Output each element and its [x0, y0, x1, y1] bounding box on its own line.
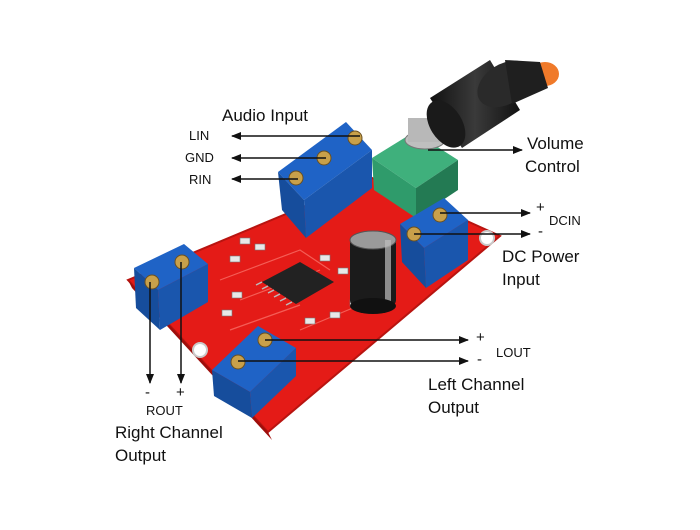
rout-plus-sign: + [176, 384, 185, 401]
smd-components [221, 237, 361, 325]
left-channel-label-line2: Output [428, 398, 480, 417]
rout-label: ROUT [146, 403, 183, 418]
audio-input-label: Audio Input [222, 106, 309, 125]
capacitor [349, 230, 397, 314]
audio-input-terminal [278, 122, 372, 238]
volume-control-label-line1: Volume [527, 134, 584, 153]
left-channel-terminal [212, 326, 296, 418]
dcin-plus-sign: + [536, 199, 545, 216]
right-channel-label-line2: Output [115, 446, 167, 465]
dcin-minus-sign: - [538, 223, 543, 240]
dc-power-terminal [400, 198, 468, 288]
amplifier-chip [255, 262, 334, 306]
potentiometer [372, 118, 458, 218]
lout-plus-sign: + [476, 329, 485, 346]
right-channel-label-line1: Right Channel [115, 423, 223, 442]
lout-minus-sign: - [477, 351, 482, 368]
lin-label: LIN [189, 128, 210, 143]
volume-knob [426, 60, 559, 148]
right-channel-terminal [134, 244, 208, 330]
dc-power-label-line2: Input [502, 270, 540, 289]
gnd-label: GND [185, 150, 214, 165]
left-channel-label-line1: Left Channel [428, 375, 525, 394]
volume-control-label-line2: Control [525, 157, 580, 176]
rout-minus-sign: - [145, 384, 150, 401]
rin-label: RIN [189, 172, 212, 187]
dcin-label: DCIN [549, 213, 581, 228]
dc-power-label-line1: DC Power [502, 247, 580, 266]
lout-label: LOUT [496, 345, 531, 360]
